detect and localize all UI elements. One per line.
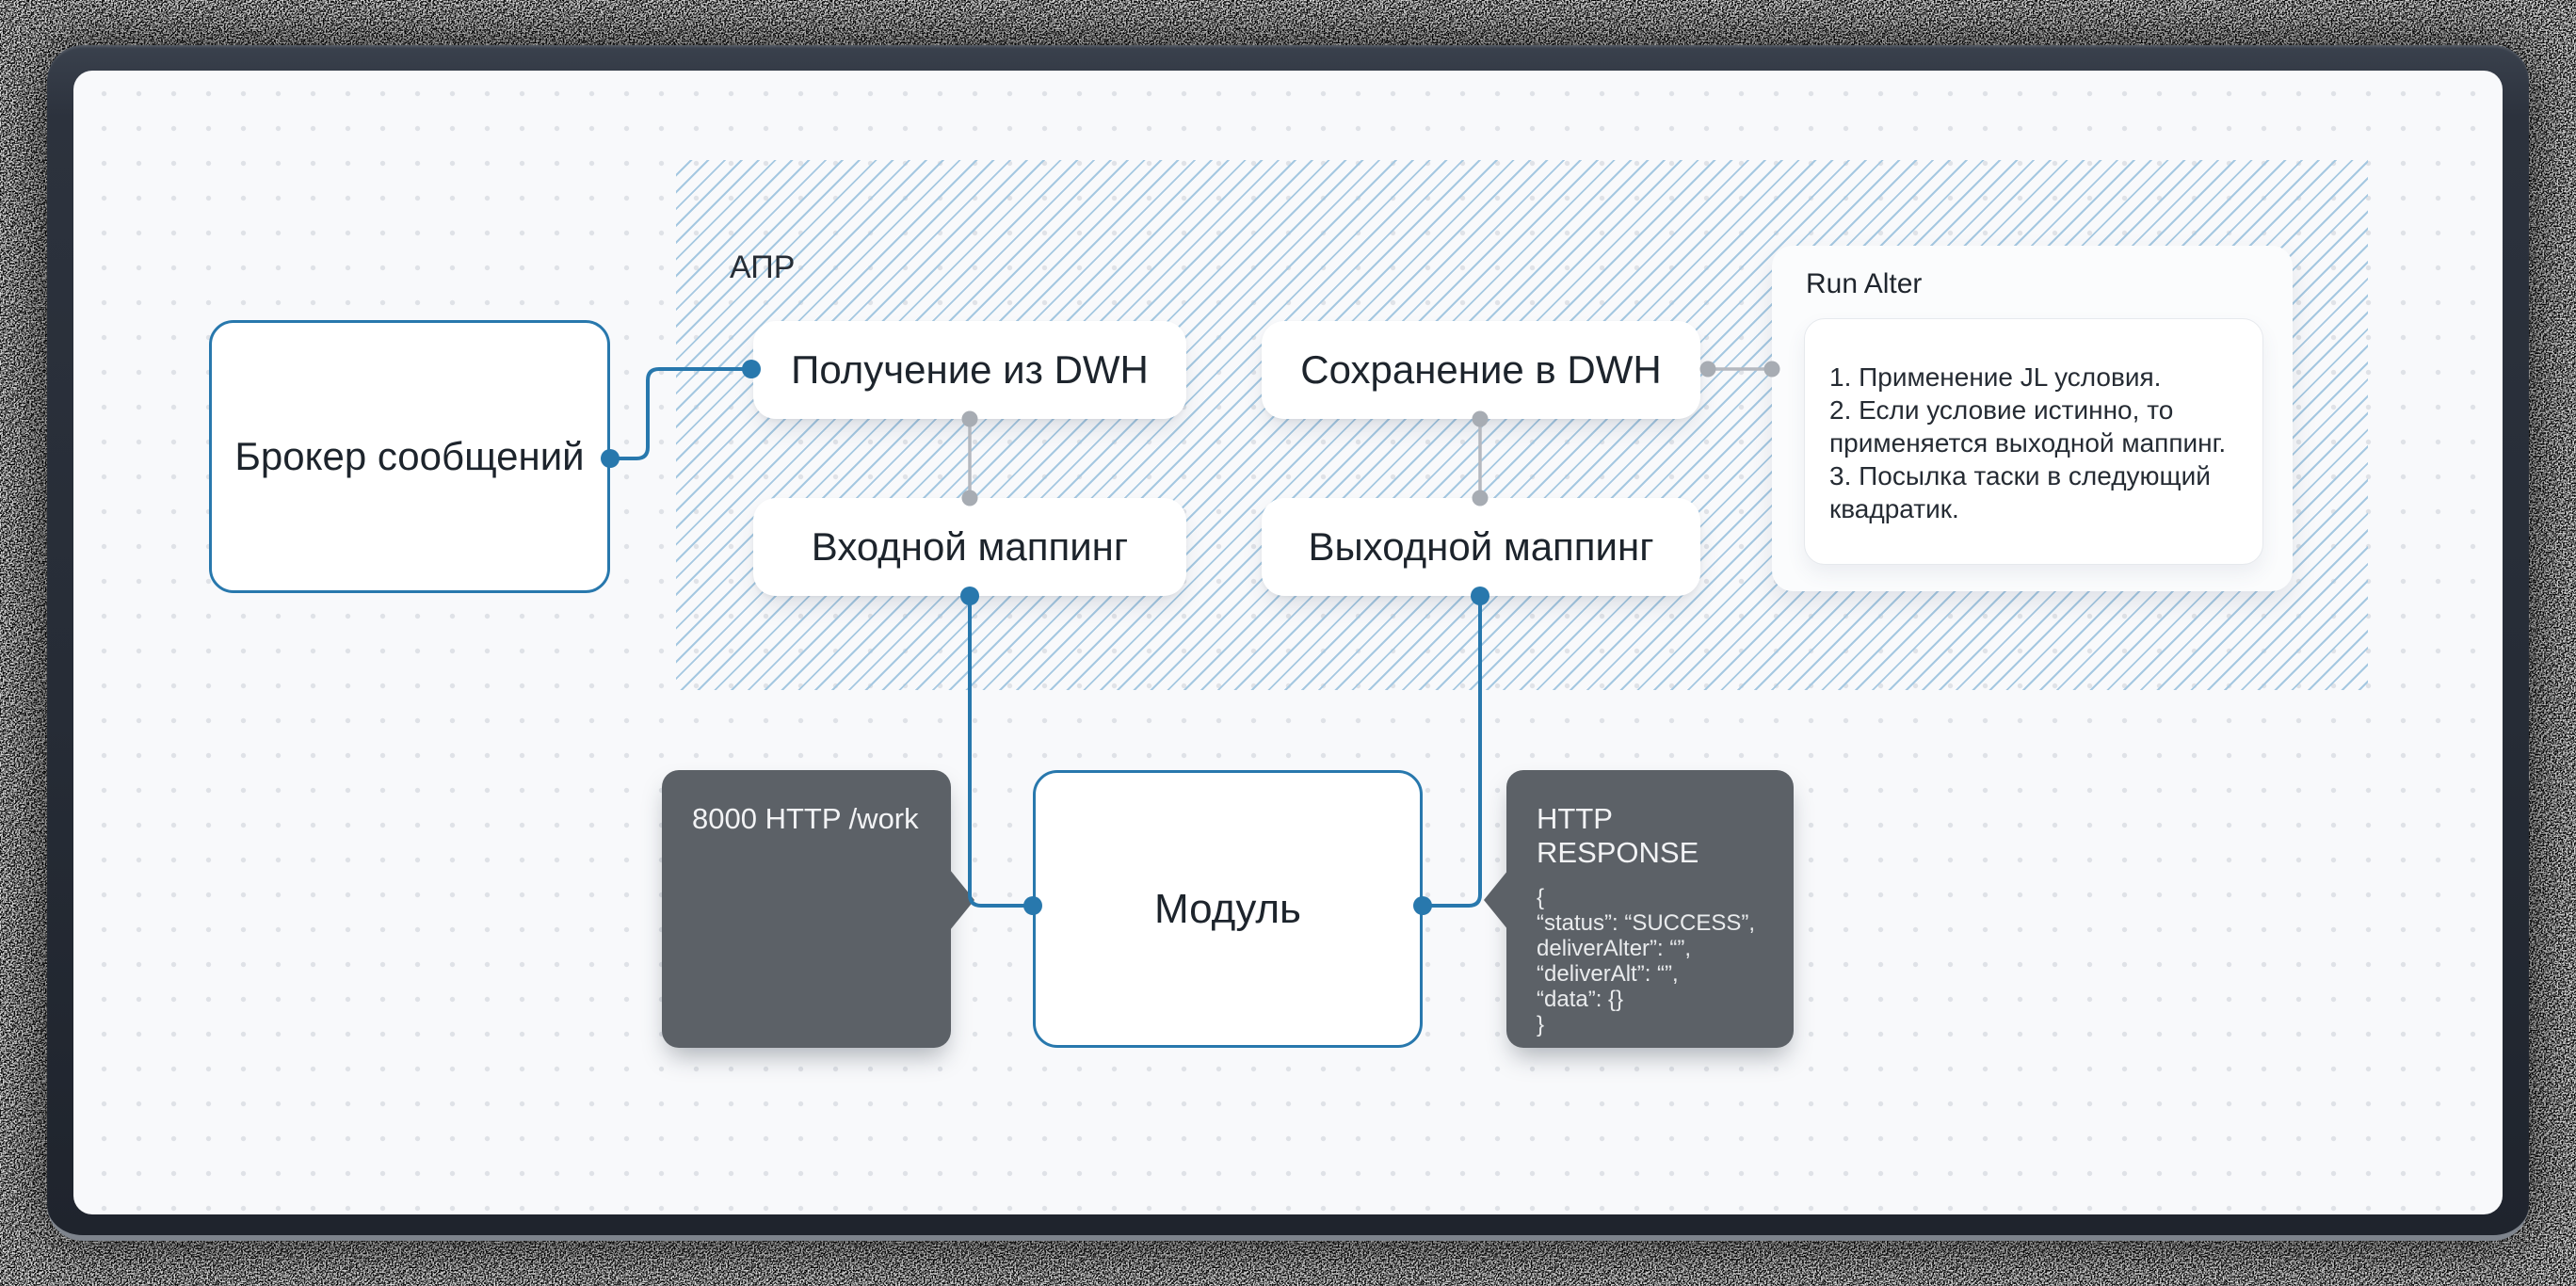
- callout-tail-left: [1484, 870, 1508, 930]
- note-card[interactable]: 1. Применение JL условия. 2. Если услови…: [1804, 318, 2263, 565]
- node-get-from-dwh[interactable]: Получение из DWH: [753, 321, 1186, 419]
- node-module[interactable]: Модуль: [1033, 770, 1423, 1048]
- node-output-mapping[interactable]: Выходной маппинг: [1262, 498, 1700, 596]
- callout-tail-right: [950, 870, 974, 930]
- node-save-to-dwh[interactable]: Сохранение в DWH: [1262, 321, 1700, 419]
- response-title: HTTP RESPONSE: [1537, 802, 1699, 869]
- run-alter-note[interactable]: Run Alter 1. Применение JL условия. 2. Е…: [1772, 246, 2293, 591]
- node-label: Сохранение в DWH: [1300, 347, 1662, 392]
- node-label: Модуль: [1154, 885, 1301, 932]
- node-label: Входной маппинг: [811, 524, 1129, 569]
- request-callout[interactable]: 8000 HTTP /work: [662, 770, 974, 1048]
- node-label: Выходной маппинг: [1308, 524, 1654, 569]
- response-body: { “status”: “SUCCESS”, deliverAlter”: “”…: [1537, 885, 1756, 1037]
- diagram-canvas[interactable]: АПР Брокер сообщений Получение из DWH Со…: [73, 71, 2503, 1214]
- apr-region-label: АПР: [730, 249, 796, 285]
- node-input-mapping[interactable]: Входной маппинг: [753, 498, 1186, 596]
- request-title: 8000 HTTP /work: [692, 802, 919, 835]
- note-body: 1. Применение JL условия. 2. Если услови…: [1829, 362, 2227, 523]
- node-label: Брокер сообщений: [234, 434, 585, 478]
- note-title: Run Alter: [1806, 268, 1923, 299]
- node-label: Получение из DWH: [791, 347, 1149, 392]
- node-message-broker[interactable]: Брокер сообщений: [209, 320, 610, 593]
- response-callout[interactable]: HTTP RESPONSE { “status”: “SUCCESS”, del…: [1484, 770, 1794, 1048]
